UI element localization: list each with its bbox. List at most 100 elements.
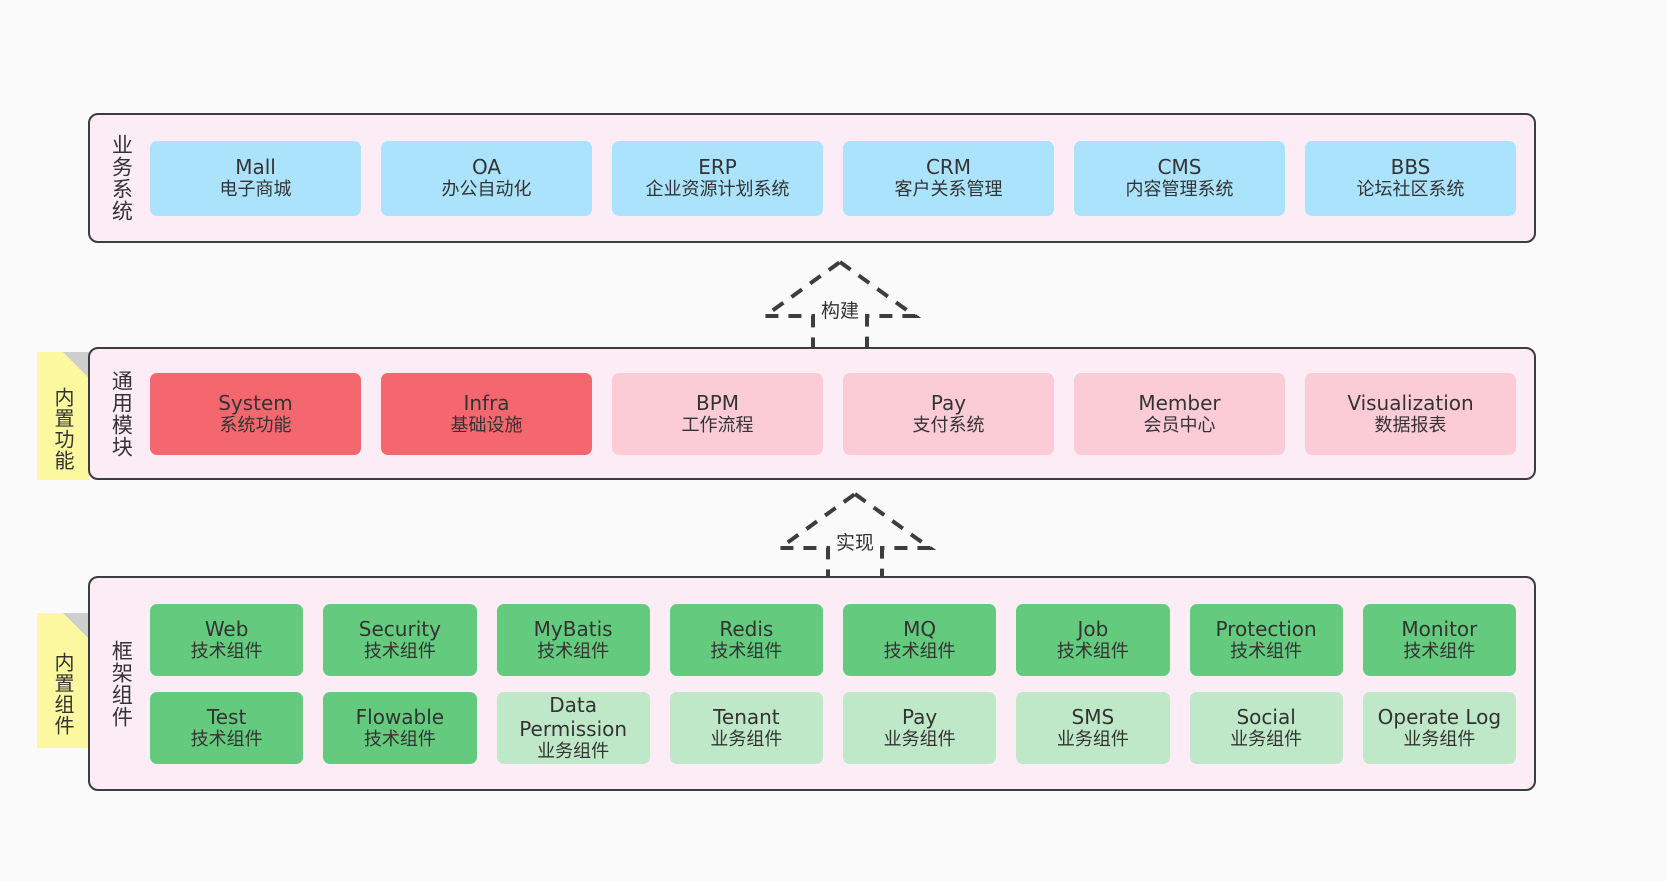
business-card-row: Mall 电子商城 OA 办公自动化 ERP 企业资源计划系统 CRM 客户关系… [150, 140, 1516, 216]
card-mybatis-name: MyBatis [533, 616, 613, 641]
card-tenant-name: Tenant [713, 704, 780, 729]
card-test-desc: 技术组件 [190, 728, 263, 750]
card-data-permission[interactable]: Data Permission 业务组件 [496, 691, 650, 764]
card-bbs-name: BBS [1390, 155, 1431, 180]
layer-common-module[interactable]: 通用模块 System 系统功能 Infra 基础设施 BPM 工作流程 Pay [88, 347, 1536, 480]
sticky-note-builtin-components: 内置组件 [37, 613, 89, 748]
card-erp[interactable]: ERP 企业资源计划系统 [612, 140, 823, 216]
layer-business-system-body: Mall 电子商城 OA 办公自动化 ERP 企业资源计划系统 CRM 客户关系… [144, 140, 1534, 216]
card-job-name: Job [1077, 616, 1109, 641]
sticky-note-builtin-features-text: 内置功能 [51, 387, 75, 471]
card-redis-name: Redis [719, 616, 774, 641]
card-visualization-desc: 数据报表 [1374, 414, 1447, 436]
card-mq-name: MQ [903, 616, 937, 641]
card-pay-module[interactable]: Pay 支付系统 [843, 372, 1054, 455]
card-member-desc: 会员中心 [1143, 414, 1216, 436]
card-crm-name: CRM [925, 155, 972, 180]
card-security-desc: 技术组件 [363, 640, 436, 662]
card-bpm-desc: 工作流程 [681, 414, 754, 436]
card-erp-name: ERP [698, 155, 737, 180]
card-tenant-desc: 业务组件 [710, 728, 783, 750]
card-cms-desc: 内容管理系统 [1125, 179, 1234, 201]
card-social-name: Social [1236, 704, 1296, 729]
framework-business-row: Test 技术组件 Flowable 技术组件 Data Permission … [150, 691, 1516, 764]
card-operate-log-desc: 业务组件 [1403, 728, 1476, 750]
layer-business-system[interactable]: 业务系统 Mall 电子商城 OA 办公自动化 ERP 企业资源计划系统 CRM [88, 113, 1536, 243]
card-tenant[interactable]: Tenant 业务组件 [669, 691, 823, 764]
card-mq[interactable]: MQ 技术组件 [843, 603, 997, 676]
card-erp-desc: 企业资源计划系统 [645, 179, 790, 201]
arrow-build-label: 构建 [818, 296, 862, 323]
card-infra-desc: 基础设施 [450, 414, 523, 436]
card-social-desc: 业务组件 [1230, 728, 1303, 750]
card-job-desc: 技术组件 [1056, 640, 1129, 662]
card-protection-name: Protection [1215, 616, 1317, 641]
card-mybatis[interactable]: MyBatis 技术组件 [496, 603, 650, 676]
card-mq-desc: 技术组件 [883, 640, 956, 662]
layer-business-system-label: 业务系统 [109, 134, 134, 222]
card-mall-desc: 电子商城 [219, 179, 292, 201]
card-oa-desc: 办公自动化 [441, 179, 532, 201]
card-crm-desc: 客户关系管理 [894, 179, 1003, 201]
card-visualization[interactable]: Visualization 数据报表 [1305, 372, 1516, 455]
card-bbs[interactable]: BBS 论坛社区系统 [1305, 140, 1516, 216]
card-data-permission-name2: Permission [519, 716, 628, 741]
card-data-permission-name: Data [549, 692, 597, 717]
sticky-note-builtin-features: 内置功能 [37, 352, 89, 480]
layer-framework-components-body: Web 技术组件 Security 技术组件 MyBatis 技术组件 Redi… [144, 603, 1534, 764]
card-web[interactable]: Web 技术组件 [150, 603, 304, 676]
arrow-implement-icon [773, 491, 937, 585]
card-flowable-desc: 技术组件 [363, 728, 436, 750]
arrow-build-icon [758, 259, 922, 353]
card-pay-component-name: Pay [901, 704, 938, 729]
framework-tech-row: Web 技术组件 Security 技术组件 MyBatis 技术组件 Redi… [150, 603, 1516, 676]
card-pay-module-desc: 支付系统 [912, 414, 985, 436]
card-data-permission-desc: 业务组件 [537, 740, 610, 762]
card-system-name: System [218, 390, 293, 415]
card-mall[interactable]: Mall 电子商城 [150, 140, 361, 216]
card-protection-desc: 技术组件 [1230, 640, 1303, 662]
arrow-implement: 实现 [770, 490, 940, 585]
card-job[interactable]: Job 技术组件 [1016, 603, 1170, 676]
card-sms[interactable]: SMS 业务组件 [1016, 691, 1170, 764]
layer-common-module-body: System 系统功能 Infra 基础设施 BPM 工作流程 Pay 支付系统… [144, 372, 1534, 455]
card-mall-name: Mall [235, 155, 276, 180]
card-bpm[interactable]: BPM 工作流程 [612, 372, 823, 455]
card-pay-component[interactable]: Pay 业务组件 [843, 691, 997, 764]
card-redis-desc: 技术组件 [710, 640, 783, 662]
card-bbs-desc: 论坛社区系统 [1356, 179, 1465, 201]
sticky-note-builtin-components-text: 内置组件 [51, 651, 75, 736]
card-pay-component-desc: 业务组件 [883, 728, 956, 750]
arrow-build: 构建 [755, 258, 925, 353]
card-social[interactable]: Social 业务组件 [1189, 691, 1343, 764]
layer-framework-components[interactable]: 框架组件 Web 技术组件 Security 技术组件 MyBatis 技术组件… [88, 576, 1536, 791]
card-member-name: Member [1138, 390, 1221, 415]
card-operate-log-name: Operate Log [1377, 704, 1502, 729]
card-security[interactable]: Security 技术组件 [323, 603, 477, 676]
card-redis[interactable]: Redis 技术组件 [669, 603, 823, 676]
card-web-name: Web [204, 616, 249, 641]
card-oa[interactable]: OA 办公自动化 [381, 140, 592, 216]
card-monitor-name: Monitor [1401, 616, 1478, 641]
card-system[interactable]: System 系统功能 [150, 372, 361, 455]
card-system-desc: 系统功能 [219, 414, 292, 436]
card-infra[interactable]: Infra 基础设施 [381, 372, 592, 455]
card-flowable-name: Flowable [355, 704, 445, 729]
card-protection[interactable]: Protection 技术组件 [1189, 603, 1343, 676]
card-test[interactable]: Test 技术组件 [150, 691, 304, 764]
card-member[interactable]: Member 会员中心 [1074, 372, 1285, 455]
card-operate-log[interactable]: Operate Log 业务组件 [1362, 691, 1516, 764]
card-pay-module-name: Pay [930, 390, 967, 415]
card-cms-name: CMS [1157, 155, 1202, 180]
card-crm[interactable]: CRM 客户关系管理 [843, 140, 1054, 216]
card-infra-name: Infra [463, 390, 510, 415]
card-bpm-name: BPM [695, 390, 740, 415]
card-cms[interactable]: CMS 内容管理系统 [1074, 140, 1285, 216]
card-sms-desc: 业务组件 [1056, 728, 1129, 750]
card-flowable[interactable]: Flowable 技术组件 [323, 691, 477, 764]
sticky-fold-corner [63, 352, 89, 378]
card-web-desc: 技术组件 [190, 640, 263, 662]
card-monitor[interactable]: Monitor 技术组件 [1362, 603, 1516, 676]
layer-common-module-label: 通用模块 [109, 369, 134, 458]
